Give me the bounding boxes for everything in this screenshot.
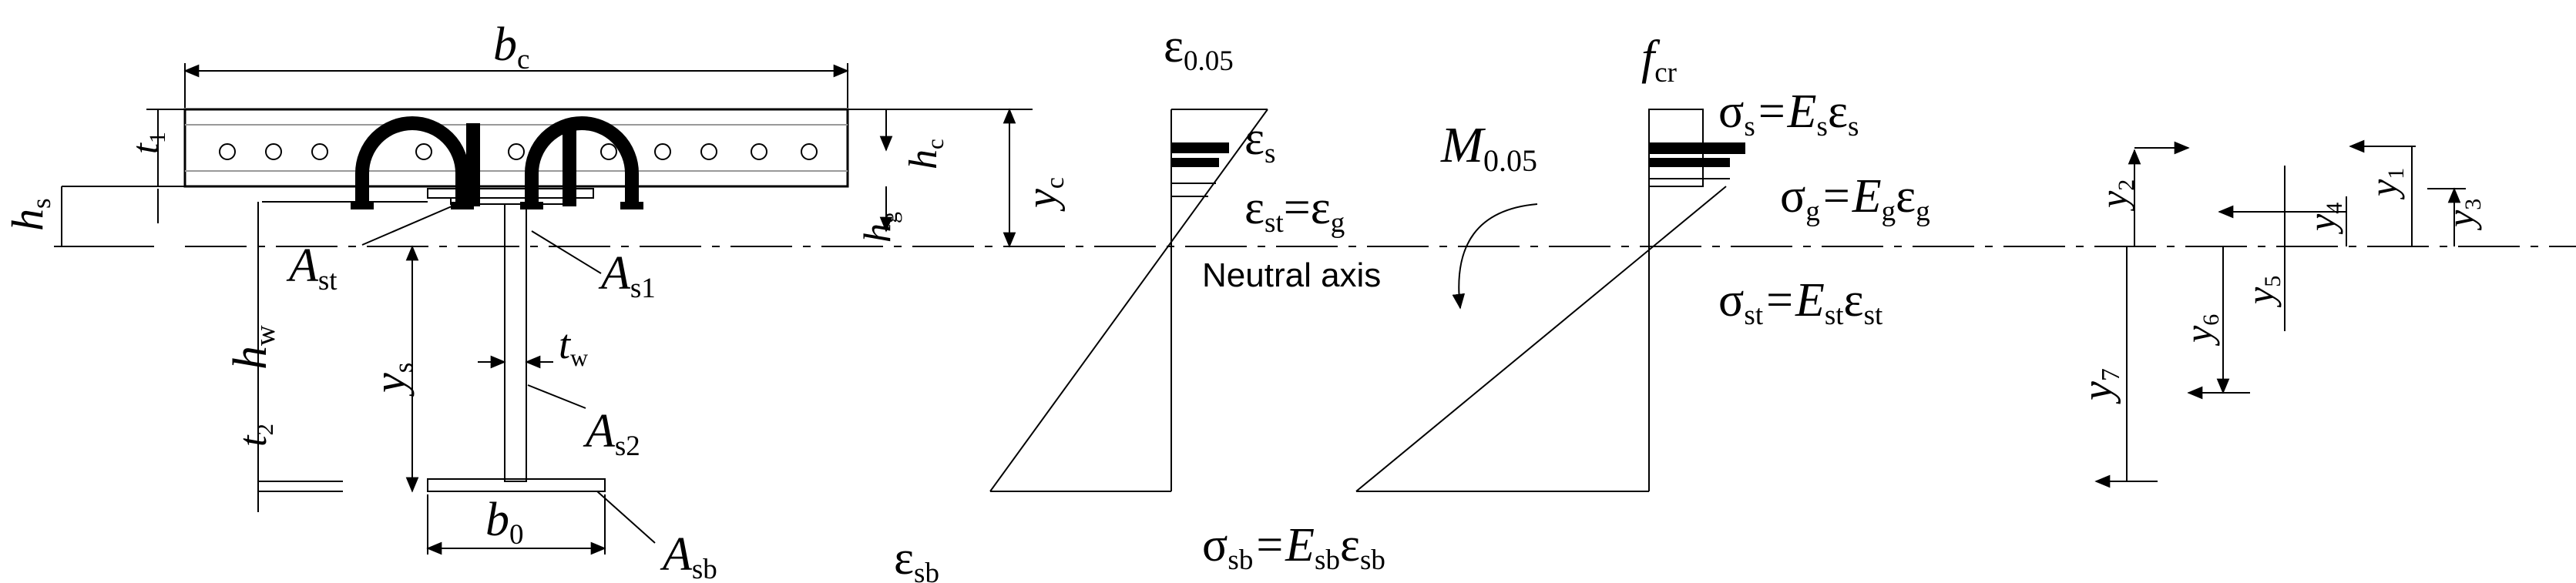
label-t2: t2 [231,424,278,447]
label-hc: hc [902,139,949,169]
steel-web [504,203,527,482]
rebar-strain-band [1171,142,1229,153]
label-Asb: Asb [660,528,717,583]
rebar-stress-band [1649,142,1745,154]
label-eps005: ε0.05 [1164,20,1234,77]
shear-connectors [351,116,643,209]
label-bc: bc [493,18,529,75]
slab-holes [219,143,818,160]
label-y3: y3 [2439,199,2486,231]
neutral-axis-label: Neutral axis [1202,256,1381,294]
label-epssb: εsb [894,532,939,583]
label-fcr: fcr [1641,32,1677,89]
label-M005: M0.05 [1440,117,1537,178]
bottom-flange [427,478,606,492]
label-y2: y2 [2092,179,2139,212]
label-As2: As2 [583,405,640,462]
label-sigma_s: σs=Esεs [1718,85,1859,142]
label-y5: y5 [2238,276,2285,308]
label-sigma_g: σg=Egεg [1780,170,1930,227]
label-sigma_st: σst=Estεst [1718,274,1883,331]
depth-dimensions [2094,139,2466,488]
moment-arrow [1452,203,1538,310]
label-hw: hw [224,325,281,370]
label-t1: t1 [123,132,170,154]
label-As1: As1 [598,247,656,304]
label-y4: y4 [2300,203,2347,235]
concrete-slab [183,108,849,188]
label-y1: y1 [2362,168,2409,200]
label-b0: b0 [485,494,524,551]
label-ys: ys [364,363,418,397]
label-epsst_eq: εst=εg [1244,182,1345,239]
strain-diagram [989,109,1268,492]
label-tw: tw [559,321,588,371]
cross-section [54,63,1033,555]
label-hg: hg [855,212,902,243]
label-hs: hs [2,198,56,231]
stress-diagram [1355,109,1745,492]
label-epss: εs [1244,112,1275,169]
label-sigma_sb: σsb=Esbεsb [1202,519,1385,576]
label-y6: y6 [2177,314,2224,347]
label-yc: yc [1018,177,1070,212]
label-y7: y7 [2074,368,2125,404]
label-Ast: Ast [286,240,338,297]
